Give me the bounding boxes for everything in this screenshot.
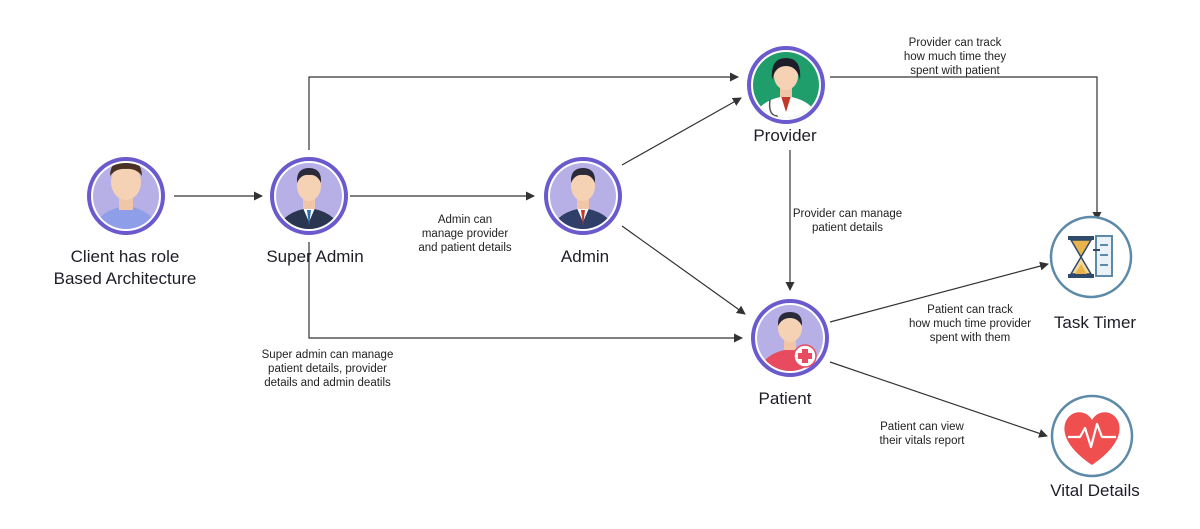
medical-cross-icon — [798, 349, 812, 363]
patient-node[interactable] — [751, 299, 829, 377]
note-line: Provider can manage — [792, 208, 903, 220]
client-label-line-2: Based Architecture — [53, 269, 197, 288]
client-label: Client has role Based Architecture — [40, 246, 210, 290]
arrow-patient-to-timer — [829, 261, 1049, 323]
task-timer-node[interactable] — [1049, 215, 1133, 299]
note-line: patient details, provider — [268, 363, 387, 375]
super-admin-label: Super Admin — [266, 247, 364, 266]
super-admin-node[interactable] — [270, 157, 348, 235]
arrow-super-to-provider — [308, 72, 739, 150]
task-timer-label: Task Timer — [1053, 313, 1137, 332]
heart-pulse-icon — [1064, 412, 1120, 465]
provider-label: Provider — [753, 126, 817, 145]
arrow-admin-to-provider — [621, 97, 742, 166]
note-super-admin-manage: Super admin can manage patient details, … — [240, 348, 415, 390]
arrow-provider-to-timer — [830, 76, 1102, 221]
client-node[interactable] — [87, 157, 165, 235]
note-line: details and admin deatils — [264, 377, 391, 389]
client-label-line-1: Client has role — [70, 247, 180, 266]
note-line: their vitals report — [879, 435, 965, 447]
note-admin-manage: Admin can manage provider and patient de… — [390, 213, 540, 255]
note-line: Patient can track — [927, 304, 1013, 316]
task-list-icon — [1093, 235, 1113, 277]
note-line: patient details — [812, 222, 883, 234]
note-line: spent with patient — [910, 65, 1000, 77]
vital-details-node[interactable] — [1050, 394, 1134, 478]
note-patient-track: Patient can track how much time provider… — [890, 303, 1050, 345]
note-line: and patient details — [418, 242, 512, 254]
provider-node[interactable] — [747, 46, 825, 124]
note-line: manage provider — [421, 228, 509, 240]
note-line: how much time they — [903, 51, 1007, 63]
connectors — [174, 72, 1102, 438]
arrow-super-to-patient — [308, 242, 743, 343]
note-provider-manage: Provider can manage patient details — [780, 207, 915, 235]
note-line: Patient can view — [880, 421, 964, 433]
arrow-admin-to-patient — [621, 225, 746, 315]
patient-label: Patient — [758, 389, 812, 408]
note-patient-view: Patient can view their vitals report — [862, 420, 982, 448]
note-line: Admin can — [437, 214, 493, 226]
vital-details-label: Vital Details — [1050, 481, 1140, 500]
note-line: Provider can track — [908, 37, 1002, 49]
note-line: Super admin can manage — [261, 349, 394, 361]
admin-node[interactable] — [544, 157, 622, 235]
note-line: spent with them — [929, 332, 1011, 344]
arrow-patient-to-vital — [829, 361, 1048, 438]
note-line: how much time provider — [908, 318, 1032, 330]
note-provider-track: Provider can track how much time they sp… — [880, 36, 1030, 78]
hourglass-icon — [1068, 236, 1094, 278]
admin-label: Admin — [560, 247, 610, 266]
